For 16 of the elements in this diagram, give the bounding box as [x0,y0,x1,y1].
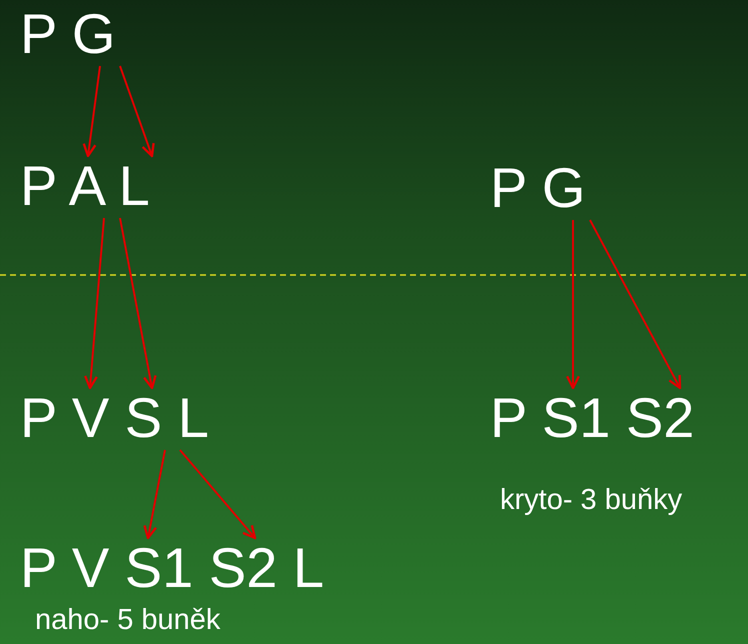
formula-text: P S1 S2 [490,390,694,446]
arrow [119,66,155,158]
formula-text: P G [490,160,586,216]
arrow [143,450,166,540]
arrow [179,449,256,540]
formula-text: P V S L [20,390,209,446]
caption-text: naho- 5 buněk [35,606,220,635]
formula-text: P A L [20,158,150,214]
caption-text: kryto- 3 buňky [500,486,682,515]
arrow [82,66,101,158]
formula-text: P G [20,6,116,62]
arrow [589,220,682,390]
arrow [119,218,157,390]
formula-text: P V S1 S2 L [20,540,324,596]
arrow [566,220,580,390]
arrow [84,218,105,390]
